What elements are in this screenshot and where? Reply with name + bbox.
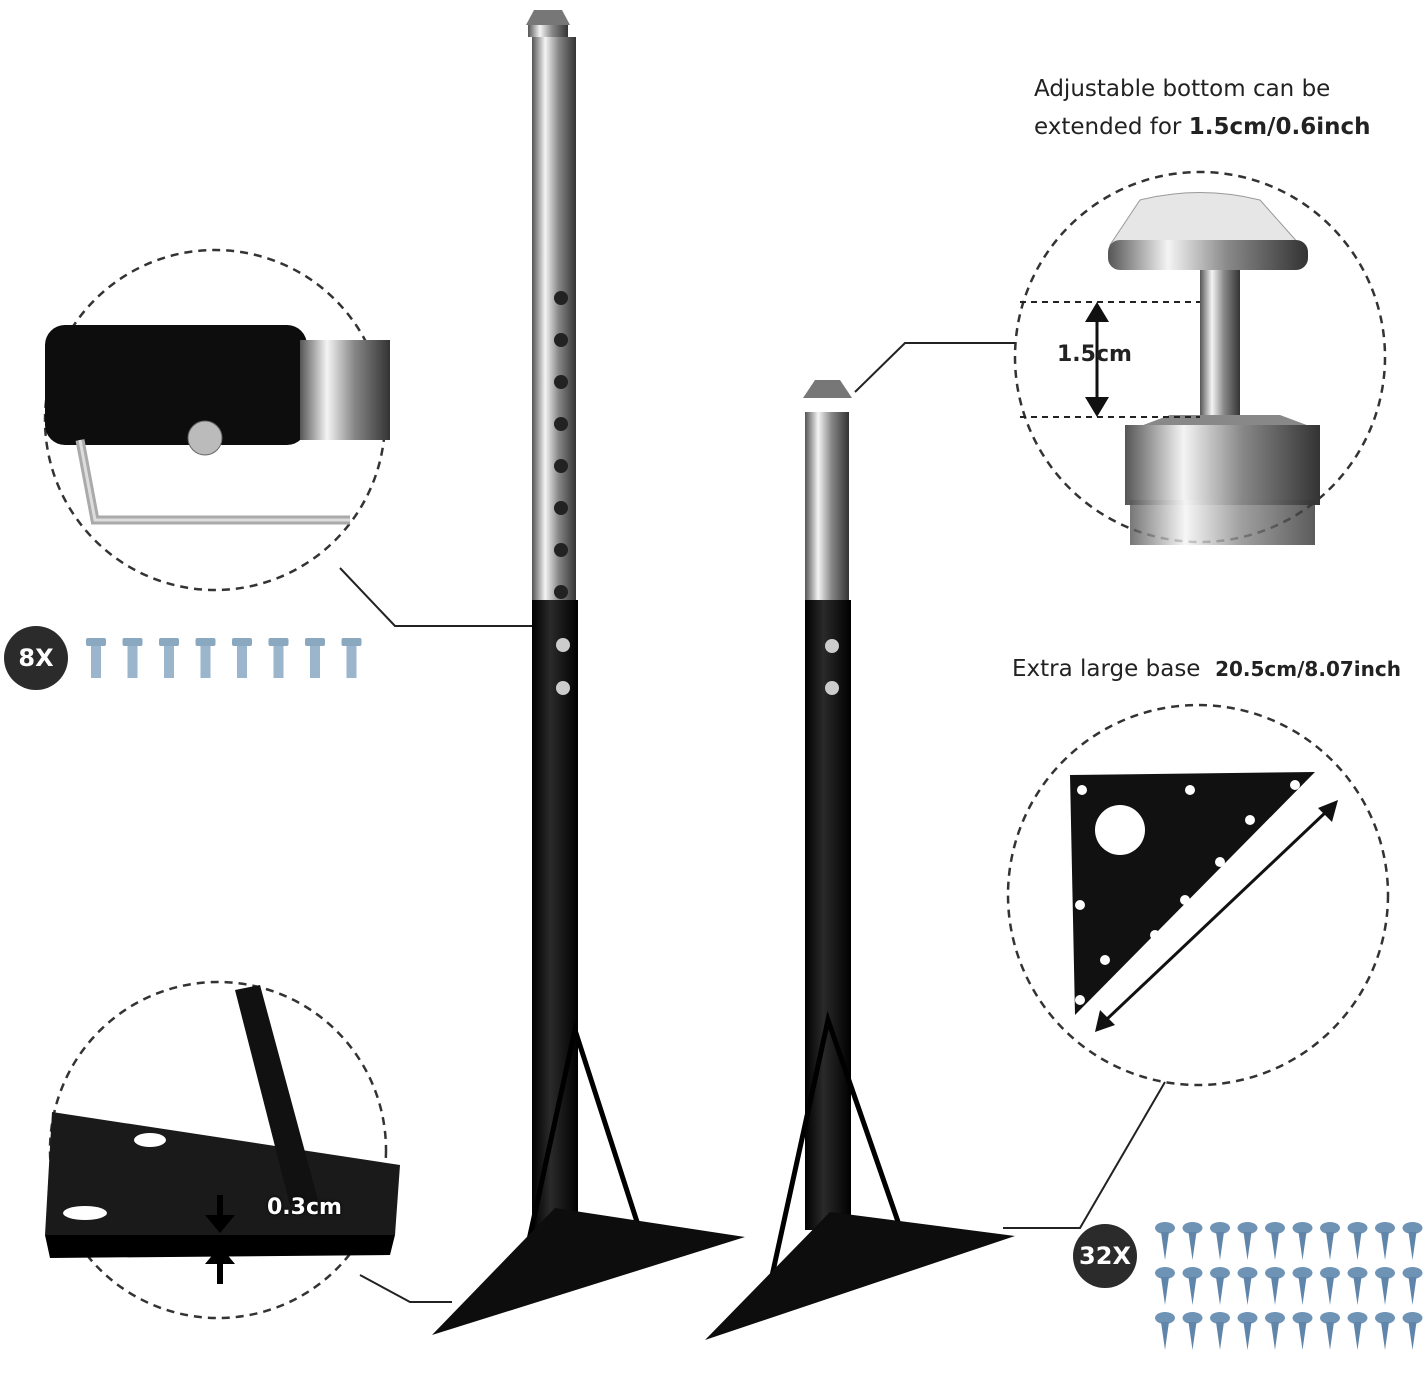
- wood-screw-icon: [1375, 1222, 1395, 1260]
- bolt-icon: [159, 638, 179, 678]
- adjust-hole: [554, 375, 568, 389]
- wood-screw-icon: [1210, 1267, 1230, 1305]
- wood-screw-icon: [1347, 1312, 1368, 1350]
- bolt-count-badge: 8X: [4, 626, 68, 690]
- plate-thickness-detail: [45, 985, 400, 1284]
- wood-screw-icon: [1320, 1222, 1340, 1260]
- wood-screw-set: [1155, 1222, 1423, 1350]
- wood-screw-icon: [1182, 1267, 1203, 1305]
- base-caption: Extra large base 20.5cm/8.07inch: [1012, 650, 1401, 688]
- bolt-icon: [122, 638, 143, 678]
- allen-key-detail: [45, 325, 390, 525]
- plate-thickness-label: 0.3cm: [267, 1195, 342, 1220]
- bolt-icon: [305, 638, 325, 678]
- wood-screw-icon: [1347, 1222, 1368, 1260]
- wood-screw-icon: [1155, 1222, 1175, 1260]
- wood-screw-icon: [1402, 1267, 1423, 1305]
- wood-screw-icon: [1265, 1312, 1285, 1350]
- wood-screw-icon: [1210, 1312, 1230, 1350]
- wood-screw-icon: [1402, 1312, 1423, 1350]
- adjust-hole: [554, 459, 568, 473]
- adjustable-caption-value: 1.5cm/0.6inch: [1188, 114, 1371, 140]
- wood-screw-icon: [1182, 1312, 1203, 1350]
- wood-screw-icon: [1320, 1267, 1340, 1305]
- short-table-leg: [705, 380, 1015, 1340]
- adjustable-caption-line2: extended for 1.5cm/0.6inch: [1034, 108, 1370, 146]
- adjust-hole: [554, 585, 568, 599]
- base-caption-prefix: Extra large base: [1012, 656, 1201, 682]
- bolt-icon: [86, 638, 106, 678]
- wood-screw-icon: [1292, 1222, 1313, 1260]
- bolt-set: [86, 638, 362, 678]
- bolt-icon: [268, 638, 289, 678]
- wood-screw-icon: [1292, 1267, 1313, 1305]
- detail-circle-base: [1006, 703, 1390, 1087]
- base-caption-value: 20.5cm/8.07inch: [1215, 657, 1401, 681]
- bolt-icon: [195, 638, 216, 678]
- base-plate-detail: [1070, 772, 1338, 1032]
- wood-screw-icon: [1237, 1267, 1258, 1305]
- wood-screw-icon: [1292, 1312, 1313, 1350]
- wood-screw-icon: [1210, 1222, 1230, 1260]
- adjustable-caption-prefix: extended for: [1034, 114, 1189, 140]
- adjust-hole: [554, 501, 568, 515]
- wood-screw-icon: [1265, 1222, 1285, 1260]
- wood-screw-icon: [1375, 1267, 1395, 1305]
- connector-lines: [339, 342, 1166, 1303]
- wood-screw-icon: [1375, 1312, 1395, 1350]
- tall-table-leg: [432, 10, 745, 1335]
- bolt-icon: [341, 638, 362, 678]
- adjust-hole: [554, 543, 568, 557]
- foot-extension-label: 1.5cm: [1057, 342, 1132, 367]
- adjust-hole: [554, 291, 568, 305]
- wood-screw-icon: [1265, 1267, 1285, 1305]
- adjust-hole: [554, 333, 568, 347]
- wood-screw-icon: [1320, 1312, 1340, 1350]
- wood-screw-icon: [1237, 1312, 1258, 1350]
- screw-count-badge: 32X: [1073, 1224, 1137, 1288]
- adjustable-foot-detail: [1020, 192, 1320, 545]
- wood-screw-icon: [1182, 1222, 1203, 1260]
- wood-screw-icon: [1347, 1267, 1368, 1305]
- adjust-hole: [554, 417, 568, 431]
- wood-screw-icon: [1402, 1222, 1423, 1260]
- adjustable-caption-line1: Adjustable bottom can be: [1034, 76, 1331, 102]
- wood-screw-icon: [1155, 1267, 1175, 1305]
- bolt-icon: [232, 638, 252, 678]
- wood-screw-icon: [1155, 1312, 1175, 1350]
- wood-screw-icon: [1237, 1222, 1258, 1260]
